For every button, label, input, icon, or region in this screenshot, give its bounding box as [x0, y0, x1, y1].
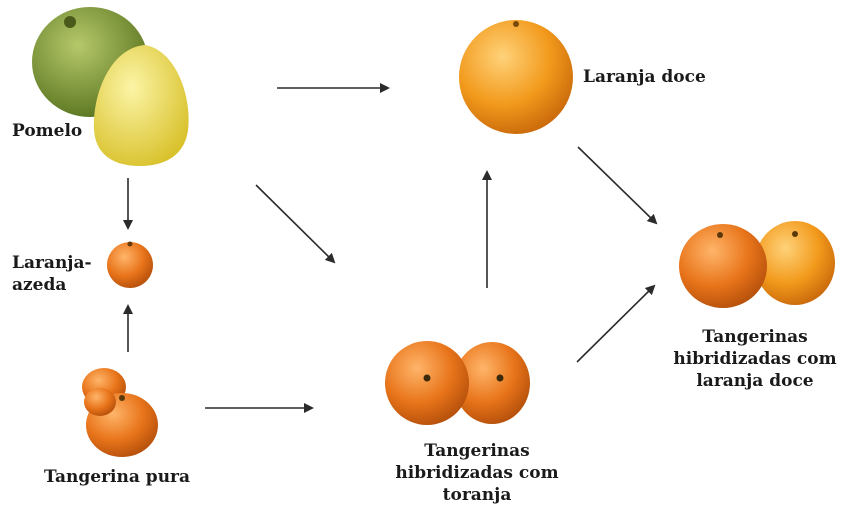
label-laranja-doce: Laranja doce — [583, 66, 706, 88]
arrow-pomelo-to-tangerinas-toranja — [256, 185, 334, 262]
laranja-azeda-fruit-icon — [107, 242, 153, 289]
label-tangerinas-laranja-doce-line3: laranja doce — [665, 370, 843, 392]
tangerinas-laranja-doce-fruit-icon — [679, 221, 835, 308]
pomelo-fruit-icon — [32, 7, 189, 166]
label-laranja-azeda-line1: Laranja- — [12, 252, 92, 274]
label-tangerinas-laranja-doce-line1: Tangerinas — [665, 326, 843, 348]
label-tangerinas-laranja-doce: Tangerinas hibridizadas com laranja doce — [665, 326, 843, 392]
label-tangerinas-toranja-line2: hibridizadas com — [372, 462, 582, 484]
label-tangerinas-toranja: Tangerinas hibridizadas com toranja — [372, 440, 582, 506]
label-tangerinas-toranja-line3: toranja — [372, 484, 582, 506]
label-laranja-azeda-line2: azeda — [12, 274, 92, 296]
label-tangerinas-toranja-line1: Tangerinas — [372, 440, 582, 462]
label-pomelo: Pomelo — [12, 120, 82, 142]
label-tangerina-pura: Tangerina pura — [44, 466, 190, 488]
laranja-doce-fruit-icon — [459, 20, 573, 134]
tangerina-pura-fruit-icon — [82, 368, 158, 457]
label-tangerinas-laranja-doce-line2: hibridizadas com — [665, 348, 843, 370]
arrow-laranja-doce-to-tangerinas-doce — [578, 147, 656, 223]
tangerinas-toranja-fruit-icon — [385, 341, 530, 425]
label-laranja-azeda: Laranja- azeda — [12, 252, 92, 296]
arrow-tangerinas-toranja-to-tangerinas-doce — [577, 286, 654, 362]
